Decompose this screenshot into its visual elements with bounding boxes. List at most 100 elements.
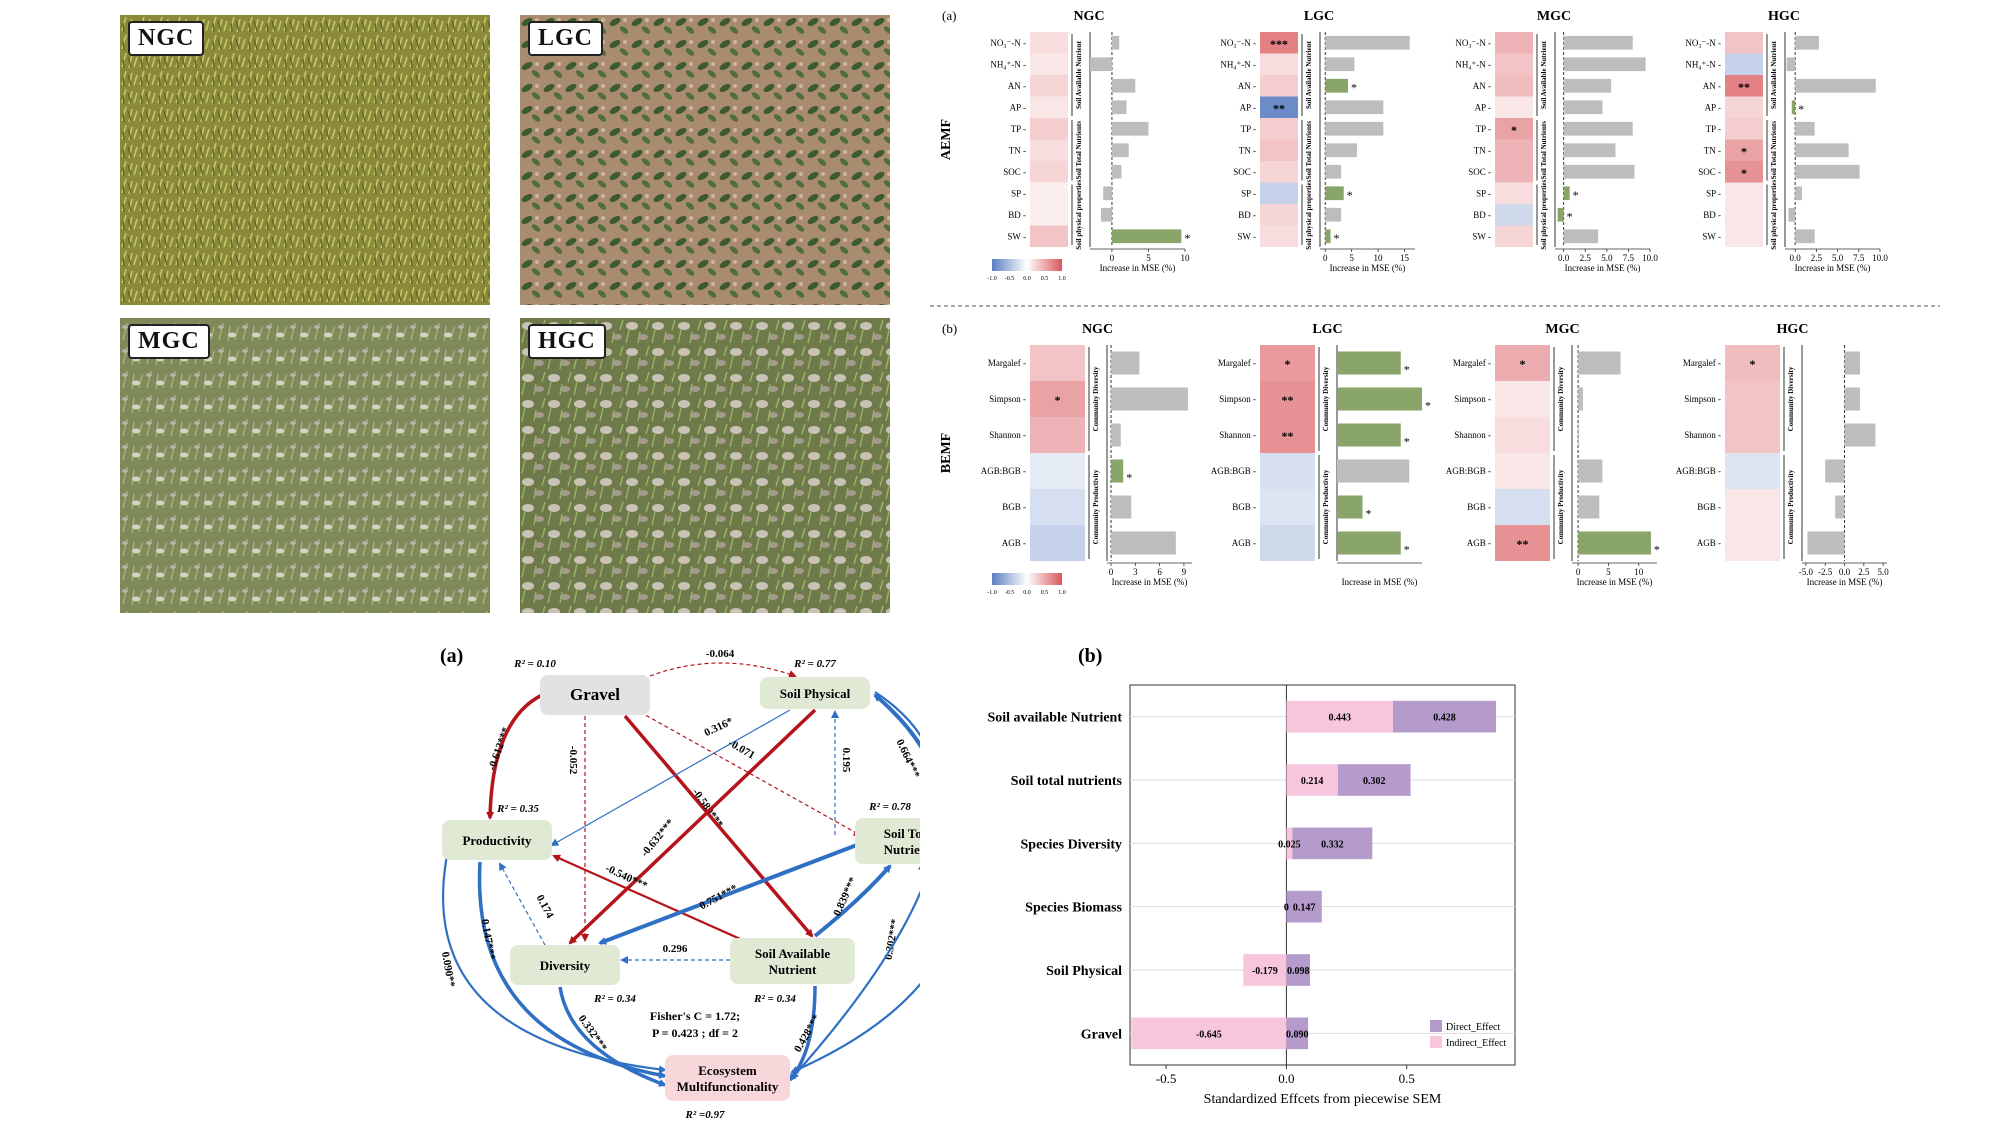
x-tick-label: 5.0: [1878, 567, 1890, 577]
path-coefficient: -0.071: [726, 737, 757, 762]
importance-bar: [1325, 35, 1410, 50]
heat-cell: [1260, 381, 1315, 417]
heat-cell: [1030, 489, 1085, 525]
importance-bar: [1795, 143, 1849, 158]
importance-bar: [1795, 186, 1802, 201]
heat-cell: [1725, 75, 1763, 97]
diversity-box: [510, 945, 620, 985]
importance-bar: [1786, 57, 1796, 72]
importance-bar: [1111, 351, 1140, 375]
heat-cell: [1260, 53, 1298, 75]
variable-label: BD -: [1473, 210, 1491, 220]
variable-label: TP -: [1706, 124, 1721, 134]
importance-bar: [1557, 207, 1564, 222]
variable-label: BD -: [1008, 210, 1026, 220]
heat-cell: [1030, 381, 1085, 417]
group-label: Soil Total Nutrients: [1305, 121, 1313, 180]
importance-bar: [1337, 459, 1410, 483]
heat-cell: [1495, 32, 1533, 54]
heat-cell: [1725, 96, 1763, 118]
variable-label: Simpson -: [1454, 394, 1491, 404]
importance-bar: [1111, 387, 1188, 411]
path-coefficient: 0.296: [663, 943, 688, 955]
group-label: Community Productivity: [1557, 469, 1565, 544]
legend-tick: 0.0: [1023, 276, 1031, 282]
legend-tick: -1.0: [987, 276, 997, 282]
importance-bar: [1563, 121, 1633, 136]
indirect-bar: [1286, 764, 1338, 796]
heat-cell: [1495, 489, 1550, 525]
heat-cell: [1030, 75, 1068, 97]
importance-bar: [1578, 495, 1600, 519]
heat-cell: [1260, 525, 1315, 561]
variable-label: NH₄⁺-N -: [1220, 59, 1256, 69]
sem-path: [486, 693, 543, 820]
heat-sig: *: [1511, 123, 1517, 137]
plot-frame: [1129, 684, 1516, 1066]
path-coefficient: 0.751***: [698, 882, 740, 912]
heat-sig: **: [1282, 429, 1294, 443]
panel-label: (a): [440, 645, 463, 667]
importance-bar: [1578, 459, 1603, 483]
importance-bar: [1791, 100, 1796, 115]
heat-sig: *: [1741, 166, 1747, 180]
sem-path: [788, 985, 817, 1082]
x-tick-label: 0.0: [1278, 1071, 1294, 1086]
variable-label: AGB -: [1232, 538, 1256, 548]
direct-bar: [1286, 1017, 1309, 1050]
variable-label: Shannon -: [989, 430, 1026, 440]
bar-sig: *: [1798, 102, 1804, 116]
soil-physical-r2: R² = 0.77: [793, 658, 836, 670]
x-tick-label: 0: [1323, 253, 1328, 263]
photo-label: HGC: [528, 324, 606, 359]
path-coefficient: -0.632***: [639, 817, 677, 860]
sem-path: [499, 862, 546, 946]
productivity-label: Productivity: [462, 833, 532, 848]
variable-label: AN -: [1008, 81, 1026, 91]
soil-physical-label: Soil Physical: [780, 686, 851, 701]
variable-label: SOC -: [1003, 167, 1026, 177]
importance-bar: [1563, 186, 1570, 201]
heat-cell: [1260, 118, 1298, 140]
heat-cell: [1030, 161, 1068, 183]
importance-bar: [1795, 35, 1819, 50]
x-tick-label: 10: [1634, 567, 1644, 577]
importance-bar: [1563, 78, 1612, 93]
group-label: Soil Total Nutrients: [1770, 121, 1778, 180]
importance-bar: [1835, 495, 1845, 519]
legend-tick: 0.5: [1041, 276, 1049, 282]
x-axis-label: Increase in MSE (%): [1100, 263, 1176, 273]
heat-sig: **: [1282, 393, 1294, 407]
heat-cell: [1260, 453, 1315, 489]
heat-cell: [1030, 417, 1085, 453]
x-axis-label: Increase in MSE (%): [1577, 577, 1653, 587]
panel-label: (b): [1078, 645, 1102, 667]
category-label: Soil total nutrients: [1011, 774, 1123, 789]
variable-label: Margalef -: [1218, 358, 1256, 368]
bar-sig: *: [1347, 188, 1353, 202]
x-tick-label: 9: [1182, 567, 1187, 577]
heat-cell: [1725, 182, 1763, 204]
importance-bar: [1090, 57, 1112, 72]
bar-sig: *: [1567, 210, 1573, 224]
fisher-p: P = 0.423 ; df = 2: [652, 1026, 738, 1040]
x-tick-label: 0.0: [1558, 253, 1570, 263]
group-label: Community Productivity: [1322, 469, 1330, 544]
sem-path: [623, 714, 814, 938]
importance-bar: [1111, 459, 1124, 483]
heat-sig: **: [1273, 101, 1285, 115]
heat-cell: [1030, 182, 1068, 204]
productivity-box: [442, 820, 552, 860]
variable-label: SW -: [1472, 231, 1491, 241]
x-axis-label: Increase in MSE (%): [1330, 263, 1406, 273]
x-tick-label: 0: [1576, 567, 1581, 577]
variable-label: Margalef -: [1453, 358, 1491, 368]
heat-sig: **: [1517, 537, 1529, 551]
indirect-bar: [1131, 1017, 1287, 1050]
variable-label: AP -: [1475, 102, 1491, 112]
importance-bar: [1325, 164, 1342, 179]
bar-sig: *: [1573, 188, 1579, 202]
importance-bar: [1111, 164, 1122, 179]
